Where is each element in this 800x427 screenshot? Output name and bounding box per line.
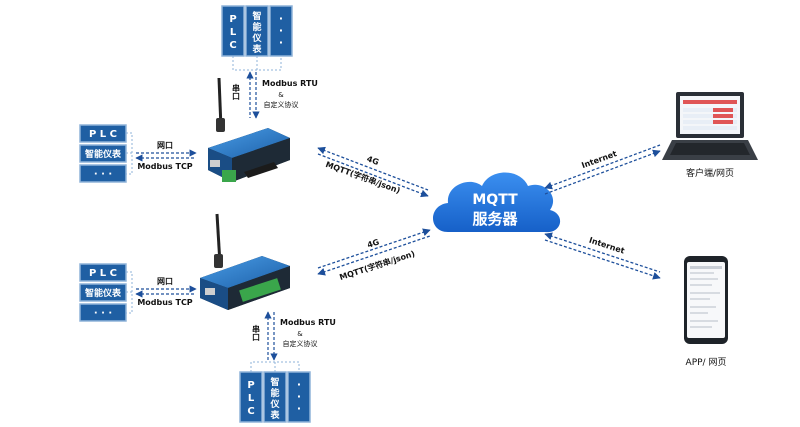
ethernet-link-bottom-arrows [135,285,197,298]
bottom-stack-dot-1: · [297,378,301,391]
laptop-label: 客户端/网页 [686,167,734,179]
top-stack-meter-3: 仪 [251,33,262,44]
bottom-stack-plc-p: P [247,380,254,391]
gateway-top [208,77,290,182]
cloud-mqtt: MQTT [472,192,518,208]
mqtt-server-cloud: MQTT 服务器 [433,172,561,233]
bottom-stack-meter-3: 仪 [269,399,280,410]
modbus-tcp-top-label: Modbus TCP [137,162,192,171]
bottom-stack-meter-4: 表 [269,409,280,421]
top-stack-dot-3: · [279,36,283,49]
ethernet-link-top-arrows [135,149,197,162]
serial-top-label-1: 串口 [232,83,241,101]
serial-top-line3: 自定义协议 [264,100,299,109]
modbus-tcp-bottom-label: Modbus TCP [137,298,192,307]
top-stack-dot-2: · [279,24,283,37]
bottom-device-stack: P L C 智 能 仪 表 · · · [239,371,311,423]
bottom-stack-meter-2: 能 [270,387,279,399]
ethernet-top-label: 网口 [157,141,173,150]
gateway-bottom [200,213,290,310]
bottom-stack-plc-l: L [248,393,255,404]
serial-top-line2: & [278,91,284,99]
bottom-stack-dot-3: · [297,402,301,415]
top-stack-meter-1: 智 [252,10,261,22]
top-stack-plc-c: C [229,40,236,51]
serial-top-line1: Modbus RTU [262,79,318,88]
left-top-meter: 智能仪表 [85,148,122,160]
ethernet-bottom-label: 网口 [157,277,173,286]
left-bottom-meter: 智能仪表 [85,287,122,299]
internet-bottom-label: Internet [588,236,626,256]
bottom-stack-dot-2: · [297,390,301,403]
left-bottom-device-box: P L C 智能仪表 · · · [79,263,127,322]
link-4g-bottom-label: 4G [366,237,380,249]
left-top-more: · · · [94,169,112,180]
top-stack-plc-l: L [230,27,237,38]
serial-bottom-label-1: 串口 [252,324,261,342]
internet-top-label: Internet [580,149,618,170]
top-stack-meter-4: 表 [251,43,262,55]
serial-bottom-line2: & [297,330,303,338]
left-bottom-more: · · · [94,308,112,319]
serial-bottom-line1: Modbus RTU [280,318,336,327]
bottom-stack-plc-c: C [247,406,254,417]
top-stack-plc-p: P [229,14,236,25]
serial-link-bottom-arrows [264,311,278,361]
link-4g-top-mqtt: MQTT(字符串/json) [324,159,401,195]
bottom-stack-meter-1: 智 [270,376,279,388]
phone-icon [684,256,728,344]
internet-top-arrows [544,144,661,195]
serial-link-top-arrows [246,71,260,119]
left-top-device-box: P L C 智能仪表 · · · [79,124,127,183]
serial-bottom-line3: 自定义协议 [283,339,318,348]
internet-bottom-arrows [544,232,661,280]
phone-label: APP/ 网页 [686,357,727,368]
left-top-plc: P L C [89,129,117,140]
top-stack-dot-1: · [279,12,283,25]
link-4g-top-label: 4G [366,154,380,167]
top-device-stack: P L C 智 能 仪 表 · · · [221,5,293,57]
laptop-icon [662,92,758,160]
left-bottom-plc: P L C [89,268,117,279]
top-stack-meter-2: 能 [252,21,261,33]
cloud-server: 服务器 [472,210,518,228]
